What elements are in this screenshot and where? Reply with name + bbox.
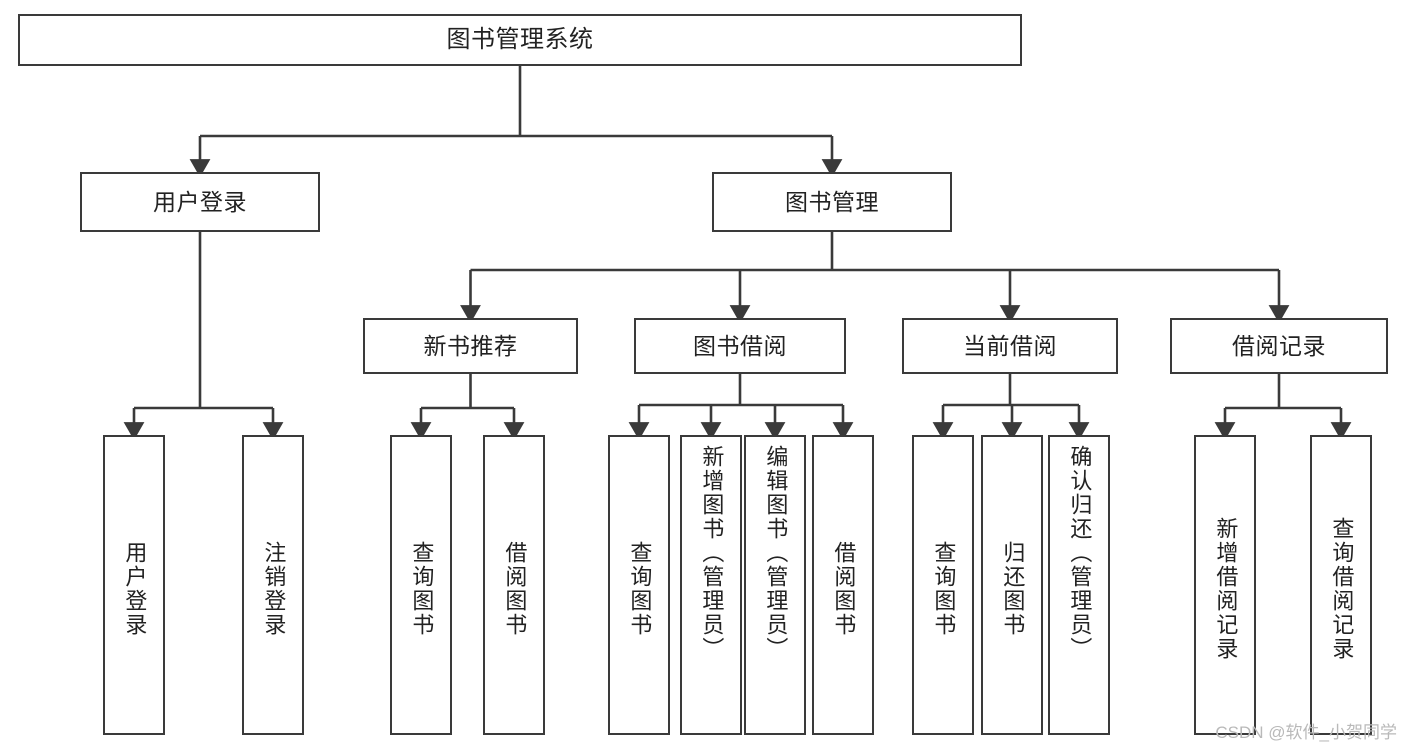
node-label: 借阅记录 xyxy=(1232,332,1326,359)
node-label: 用户登录 xyxy=(122,541,148,637)
node-leaf-return-book[interactable]: 归还图书 xyxy=(981,435,1043,735)
node-leaf-add-book[interactable]: 新增图书（管理员） xyxy=(680,435,742,735)
node-leaf-query-book-2[interactable]: 查询图书 xyxy=(608,435,670,735)
node-leaf-logout[interactable]: 注销登录 xyxy=(242,435,304,735)
node-label: 图书借阅 xyxy=(693,332,787,359)
node-root[interactable]: 图书管理系统 xyxy=(18,14,1022,66)
node-label: 查询图书 xyxy=(627,541,653,637)
node-label: 编辑图书（管理员） xyxy=(763,445,789,661)
node-label: 新增借阅记录 xyxy=(1213,517,1239,661)
node-label: 查询借阅记录 xyxy=(1329,517,1355,661)
node-label: 借阅图书 xyxy=(831,541,857,637)
node-borrow-record[interactable]: 借阅记录 xyxy=(1170,318,1388,374)
node-leaf-user-login[interactable]: 用户登录 xyxy=(103,435,165,735)
node-label: 用户登录 xyxy=(153,188,247,215)
node-leaf-edit-book[interactable]: 编辑图书（管理员） xyxy=(744,435,806,735)
node-label: 图书管理系统 xyxy=(446,26,594,54)
node-leaf-add-record[interactable]: 新增借阅记录 xyxy=(1194,435,1256,735)
node-label: 图书管理 xyxy=(785,188,879,215)
node-leaf-borrow-book-2[interactable]: 借阅图书 xyxy=(812,435,874,735)
node-label: 新增图书（管理员） xyxy=(699,445,725,661)
node-label: 查询图书 xyxy=(409,541,435,637)
node-label: 当前借阅 xyxy=(963,332,1057,359)
node-label: 借阅图书 xyxy=(502,541,528,637)
node-label: 确认归还（管理员） xyxy=(1067,445,1093,661)
node-leaf-confirm-return[interactable]: 确认归还（管理员） xyxy=(1048,435,1110,735)
node-book-borrow[interactable]: 图书借阅 xyxy=(634,318,846,374)
node-current-borrow[interactable]: 当前借阅 xyxy=(902,318,1118,374)
node-label: 查询图书 xyxy=(931,541,957,637)
node-user-login[interactable]: 用户登录 xyxy=(80,172,320,232)
node-label: 归还图书 xyxy=(1000,541,1026,637)
node-leaf-query-record[interactable]: 查询借阅记录 xyxy=(1310,435,1372,735)
node-leaf-query-book-1[interactable]: 查询图书 xyxy=(390,435,452,735)
node-new-book-rec[interactable]: 新书推荐 xyxy=(363,318,578,374)
node-label: 注销登录 xyxy=(261,541,287,637)
node-leaf-query-book-3[interactable]: 查询图书 xyxy=(912,435,974,735)
node-leaf-borrow-book-1[interactable]: 借阅图书 xyxy=(483,435,545,735)
edge-paths xyxy=(123,66,1352,441)
node-label: 新书推荐 xyxy=(423,332,518,359)
node-book-manage[interactable]: 图书管理 xyxy=(712,172,952,232)
